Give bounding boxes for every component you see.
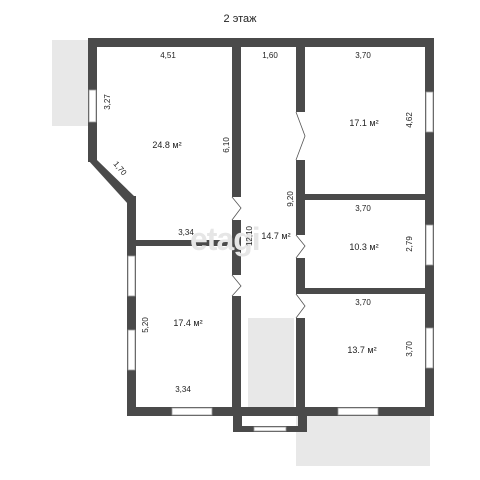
window — [127, 329, 136, 371]
room-area-corridor: 14.7 м² — [261, 231, 290, 241]
dim-ne-top: 3,70 — [355, 51, 371, 60]
dim-se-right: 3,70 — [405, 341, 414, 357]
dim-mid-right: 2,79 — [405, 236, 414, 252]
window — [337, 407, 379, 416]
room-area-nw: 24.8 м² — [152, 140, 181, 150]
dim-nw-top: 4,51 — [160, 51, 176, 60]
window — [88, 89, 97, 123]
window — [425, 224, 434, 266]
dim-mid-top: 3,70 — [355, 204, 371, 213]
dim-nw-bottom: 3,34 — [178, 228, 194, 237]
terrace-area — [296, 408, 430, 466]
door — [295, 111, 306, 161]
window — [127, 255, 136, 297]
room-area-se: 13.7 м² — [347, 345, 376, 355]
window — [171, 407, 213, 416]
floor-title: 2 этаж — [224, 13, 258, 25]
door — [231, 196, 242, 221]
dim-corridor-top: 1,60 — [262, 51, 278, 60]
room-area-ne: 17.1 м² — [349, 118, 378, 128]
dim-sw-left: 5,20 — [141, 317, 150, 333]
room-area-sw: 17.4 м² — [173, 318, 202, 328]
watermark: etagi — [190, 221, 260, 257]
dim-sw-bottom: 3,34 — [175, 385, 191, 394]
dim-ne-right: 4,62 — [405, 112, 414, 128]
dim-nw-diag: 1,70 — [111, 160, 128, 178]
door — [231, 274, 242, 297]
door — [295, 234, 306, 259]
room-area-e-mid: 10.3 м² — [349, 242, 378, 252]
door — [295, 293, 306, 319]
dim-nw-right: 6,10 — [222, 137, 231, 153]
dim-corridor-len: 12,10 — [245, 225, 254, 246]
stair-area — [248, 318, 294, 416]
dim-nw-left: 3,27 — [103, 94, 112, 110]
dim-se-top: 3,70 — [355, 298, 371, 307]
window — [425, 327, 434, 369]
dim-ne-height: 9,20 — [286, 191, 295, 207]
balcony-area — [52, 40, 90, 126]
window — [425, 91, 434, 133]
window — [253, 426, 287, 432]
